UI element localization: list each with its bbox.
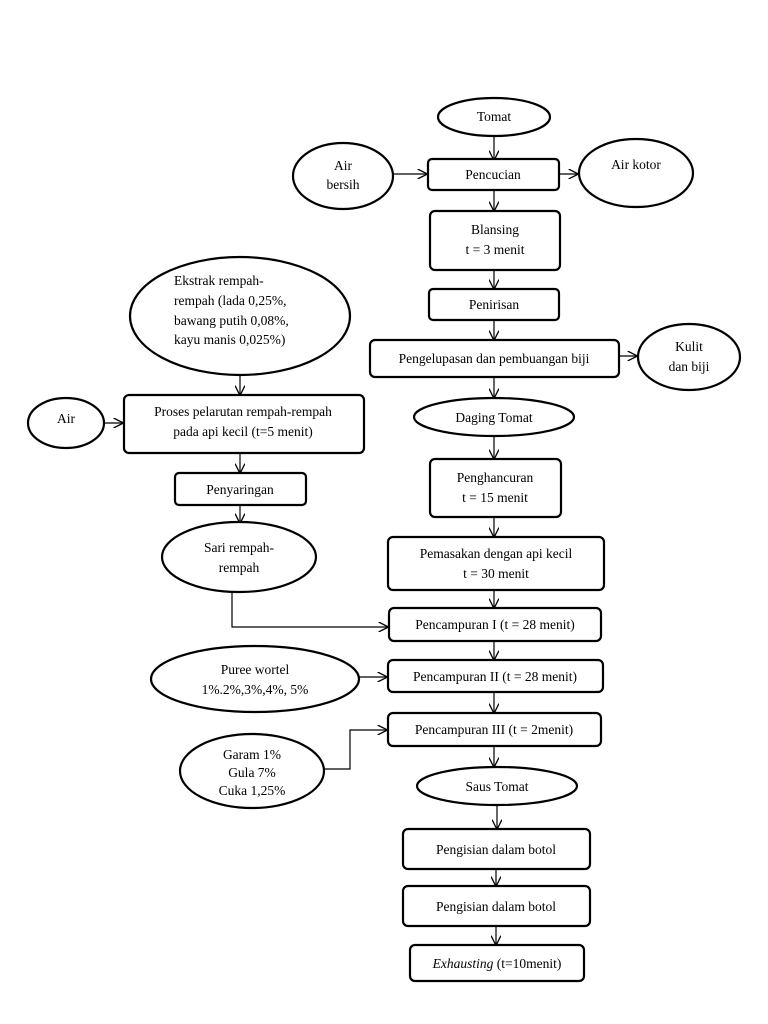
node-exhausting: Exhausting (t=10menit) [408, 943, 586, 983]
node-exhausting-rest: (t=10menit) [493, 956, 561, 971]
node-pencampuran-2: Pencampuran II (t = 28 menit) [386, 658, 605, 694]
node-air: Air [26, 396, 106, 450]
node-garam-line-2: Gula 7% [228, 765, 276, 780]
node-tomat-label: Tomat [477, 109, 512, 124]
node-penghancuran: Penghancuran t = 15 menit [428, 457, 563, 519]
node-puree-line-2: 1%.2%,3%,4%, 5% [202, 682, 309, 697]
node-blansing-line-1: Blansing [471, 222, 519, 237]
node-pelarutan: Proses pelarutan rempah-rempah pada api … [122, 393, 366, 455]
node-kulit-line-1: Kulit [675, 339, 703, 354]
node-pengisian-1-label: Pengisian dalam botol [436, 842, 556, 857]
node-pengelupasan-label: Pengelupasan dan pembuangan biji [399, 351, 590, 366]
node-exhausting-label: Exhausting (t=10menit) [432, 956, 562, 971]
node-sari-line-1: Sari rempah- [204, 540, 275, 555]
node-garam-line-1: Garam 1% [223, 747, 281, 762]
node-sari-line-2: rempah [219, 560, 260, 575]
node-pengelupasan: Pengelupasan dan pembuangan biji [368, 338, 621, 379]
node-puree-wortel: Puree wortel 1%.2%,3%,4%, 5% [149, 644, 361, 714]
node-pemasakan: Pemasakan dengan api kecil t = 30 menit [386, 535, 606, 592]
node-ekstrak-rempah: Ekstrak rempah- rempah (lada 0,25%, bawa… [128, 255, 352, 377]
node-saus-tomat-label: Saus Tomat [466, 779, 529, 794]
node-exhausting-italic: Exhausting [432, 956, 494, 971]
node-ekstrak-line-1: Ekstrak rempah- [174, 273, 264, 288]
node-ekstrak-line-2: rempah (lada 0,25%, [174, 293, 286, 308]
arrow-garam-pencampuran-3 [324, 730, 387, 770]
node-air-kotor-label: Air kotor [611, 157, 661, 172]
node-pencucian: Pencucian [426, 157, 561, 192]
node-air-bersih-line-1: Air [334, 158, 353, 173]
node-ekstrak-line-3: bawang putih 0,08%, [174, 313, 289, 328]
node-tomat: Tomat [436, 96, 552, 138]
node-saus-tomat: Saus Tomat [415, 765, 579, 807]
node-blansing: Blansing t = 3 menit [428, 209, 562, 272]
node-garam-line-3: Cuka 1,25% [219, 783, 286, 798]
node-pelarutan-line-1: Proses pelarutan rempah-rempah [154, 404, 332, 419]
node-penyaringan-label: Penyaringan [206, 482, 274, 497]
node-penghancuran-line-2: t = 15 menit [462, 490, 528, 505]
node-air-bersih-line-2: bersih [327, 177, 360, 192]
node-daging-tomat-label: Daging Tomat [455, 410, 532, 425]
node-kulit-line-2: dan biji [669, 359, 710, 374]
node-pemasakan-line-1: Pemasakan dengan api kecil [420, 546, 573, 561]
node-sari-rempah: Sari rempah- rempah [160, 520, 318, 594]
node-pencampuran-3: Pencampuran III (t = 2menit) [386, 711, 603, 748]
node-pengisian-2: Pengisian dalam botol [401, 884, 592, 928]
node-pengisian-2-label: Pengisian dalam botol [436, 899, 556, 914]
node-daging-tomat: Daging Tomat [412, 396, 576, 438]
node-ekstrak-line-4: kayu manis 0,025%) [174, 332, 285, 347]
node-pencampuran-1: Pencampuran I (t = 28 menit) [387, 606, 603, 643]
node-pemasakan-line-2: t = 30 menit [463, 566, 529, 581]
node-pelarutan-line-2: pada api kecil (t=5 menit) [173, 424, 313, 439]
node-air-bersih: Air bersih [291, 141, 395, 211]
arrow-sari-pencampuran-1 [231, 592, 388, 627]
node-penirisan-label: Penirisan [469, 297, 519, 312]
node-pencampuran-2-label: Pencampuran II (t = 28 menit) [413, 669, 577, 684]
node-pencampuran-1-label: Pencampuran I (t = 28 menit) [415, 617, 574, 632]
node-puree-line-1: Puree wortel [221, 662, 290, 677]
node-air-label: Air [57, 411, 76, 426]
node-pengisian-1: Pengisian dalam botol [401, 827, 592, 871]
node-pencampuran-3-label: Pencampuran III (t = 2menit) [415, 722, 573, 737]
node-penyaringan: Penyaringan [173, 471, 308, 507]
node-blansing-line-2: t = 3 menit [466, 242, 525, 257]
node-kulit-dan-biji: Kulit dan biji [636, 322, 742, 392]
node-penirisan: Penirisan [427, 287, 561, 322]
node-garam-gula-cuka: Garam 1% Gula 7% Cuka 1,25% [178, 732, 326, 810]
node-air-kotor: Air kotor [577, 137, 695, 209]
node-penghancuran-line-1: Penghancuran [457, 470, 534, 485]
node-pencucian-label: Pencucian [465, 167, 521, 182]
